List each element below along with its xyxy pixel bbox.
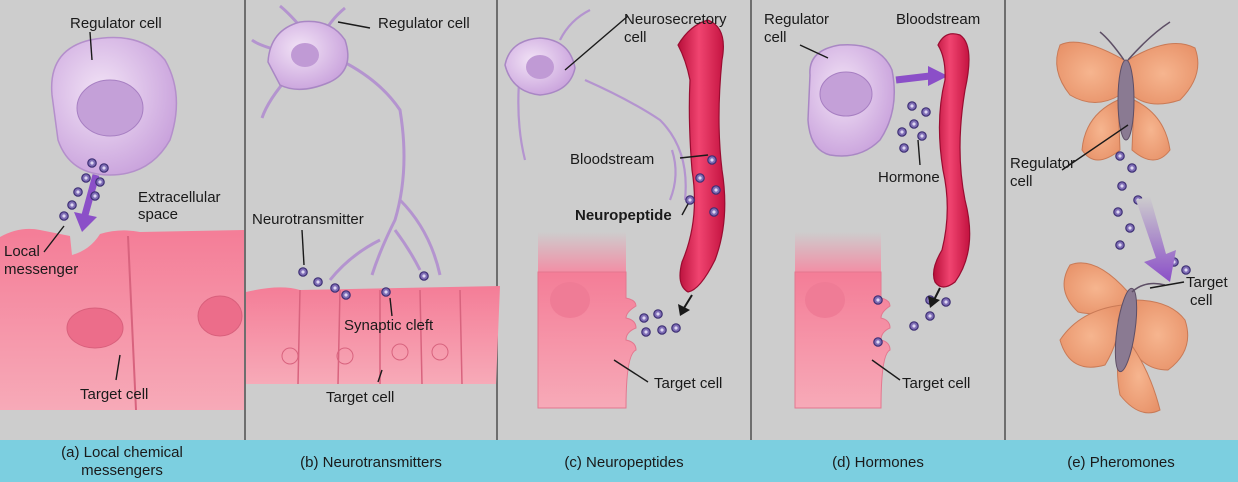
label-regulator-cell: cell xyxy=(1010,173,1033,190)
label-local: Local xyxy=(4,243,40,260)
neuropeptide-molecule xyxy=(696,174,704,182)
secretion-arrow xyxy=(896,76,930,80)
hormone-molecule xyxy=(874,338,882,346)
label-regulator: Regulator xyxy=(764,11,829,28)
neuropeptide-molecule xyxy=(712,186,720,194)
label-bloodstream: Bloodstream xyxy=(570,151,654,168)
panel-divider xyxy=(750,0,752,440)
label-extracellular: Extracellular xyxy=(138,189,221,206)
neuropeptide-molecule xyxy=(642,328,650,336)
messenger-molecule xyxy=(68,201,76,209)
panel-divider xyxy=(1004,0,1006,440)
transmitter-molecule xyxy=(299,268,307,276)
hormone-molecule xyxy=(918,132,926,140)
label-synaptic-cleft: Synaptic cleft xyxy=(344,317,434,334)
regulator-nucleus xyxy=(77,80,143,136)
label-local-messenger: messenger xyxy=(4,261,78,278)
messenger-molecule xyxy=(82,174,90,182)
label-neurotransmitter: Neurotransmitter xyxy=(252,211,364,228)
neuropeptide-molecule xyxy=(672,324,680,332)
label-regulator-cell: Regulator cell xyxy=(70,15,162,32)
label-regulator-cell: Regulator cell xyxy=(378,15,470,32)
target-cell-fade xyxy=(538,232,626,272)
neuropeptide-molecule xyxy=(708,156,716,164)
label-target-cell: Target cell xyxy=(80,386,148,403)
label-hormone: Hormone xyxy=(878,169,940,186)
messenger-molecule xyxy=(74,188,82,196)
pheromone-molecule xyxy=(1116,241,1124,249)
pheromone-molecule xyxy=(1118,182,1126,190)
label-target-cell: cell xyxy=(1190,292,1213,309)
label-regulator: Regulator xyxy=(1010,155,1075,172)
caption-a-line2: messengers xyxy=(81,462,163,479)
caption-a: (a) Local chemical xyxy=(61,444,183,461)
nucleus xyxy=(198,296,242,336)
hormone-molecule xyxy=(900,144,908,152)
label-neuropeptide: Neuropeptide xyxy=(575,207,672,224)
hormone-molecule xyxy=(922,108,930,116)
messenger-molecule xyxy=(88,159,96,167)
neuropeptide-molecule xyxy=(658,326,666,334)
panel-divider xyxy=(244,0,246,440)
hormone-molecule xyxy=(874,296,882,304)
messenger-molecule xyxy=(100,164,108,172)
label-target-cell: Target cell xyxy=(326,389,394,406)
neuron-nucleus xyxy=(291,43,319,67)
regulator-nucleus xyxy=(820,72,872,116)
label-regulator-cell: cell xyxy=(764,29,787,46)
caption-c: (c) Neuropeptides xyxy=(564,454,683,471)
hormone-molecule xyxy=(910,322,918,330)
messenger-molecule xyxy=(96,178,104,186)
pheromone-molecule xyxy=(1116,152,1124,160)
caption-d: (d) Hormones xyxy=(832,454,924,471)
nucleus xyxy=(67,308,123,348)
hormone-molecule xyxy=(898,128,906,136)
neuropeptide-molecule xyxy=(710,208,718,216)
pheromone-molecule xyxy=(1128,164,1136,172)
transmitter-molecule xyxy=(420,272,428,280)
pheromone-molecule xyxy=(1114,208,1122,216)
neuron-nucleus xyxy=(526,55,554,79)
messenger-molecule xyxy=(91,192,99,200)
label-target-cell: Target cell xyxy=(654,375,722,392)
messenger-molecule xyxy=(60,212,68,220)
label-bloodstream: Bloodstream xyxy=(896,11,980,28)
label-neurosecretory: Neurosecretory xyxy=(624,11,727,28)
transmitter-molecule xyxy=(314,278,322,286)
transmitter-molecule xyxy=(331,284,339,292)
pheromone-molecule xyxy=(1126,224,1134,232)
hormone-molecule xyxy=(908,102,916,110)
label-target-cell: Target cell xyxy=(902,375,970,392)
label-target: Target xyxy=(1186,274,1229,291)
nucleus xyxy=(550,282,590,318)
caption-e: (e) Pheromones xyxy=(1067,454,1175,471)
transmitter-molecule xyxy=(382,288,390,296)
hormone-molecule xyxy=(910,120,918,128)
neuropeptide-molecule xyxy=(686,196,694,204)
label-extracellular-space: space xyxy=(138,206,178,223)
hormone-molecule xyxy=(942,298,950,306)
neuropeptide-molecule xyxy=(654,310,662,318)
caption-b: (b) Neurotransmitters xyxy=(300,454,442,471)
neuropeptide-molecule xyxy=(640,314,648,322)
nucleus xyxy=(805,282,845,318)
hormone-molecule xyxy=(926,312,934,320)
target-cell-fade xyxy=(795,232,881,272)
transmitter-molecule xyxy=(342,291,350,299)
pheromone-molecule xyxy=(1182,266,1190,274)
label-neurosecretory-cell: cell xyxy=(624,29,647,46)
